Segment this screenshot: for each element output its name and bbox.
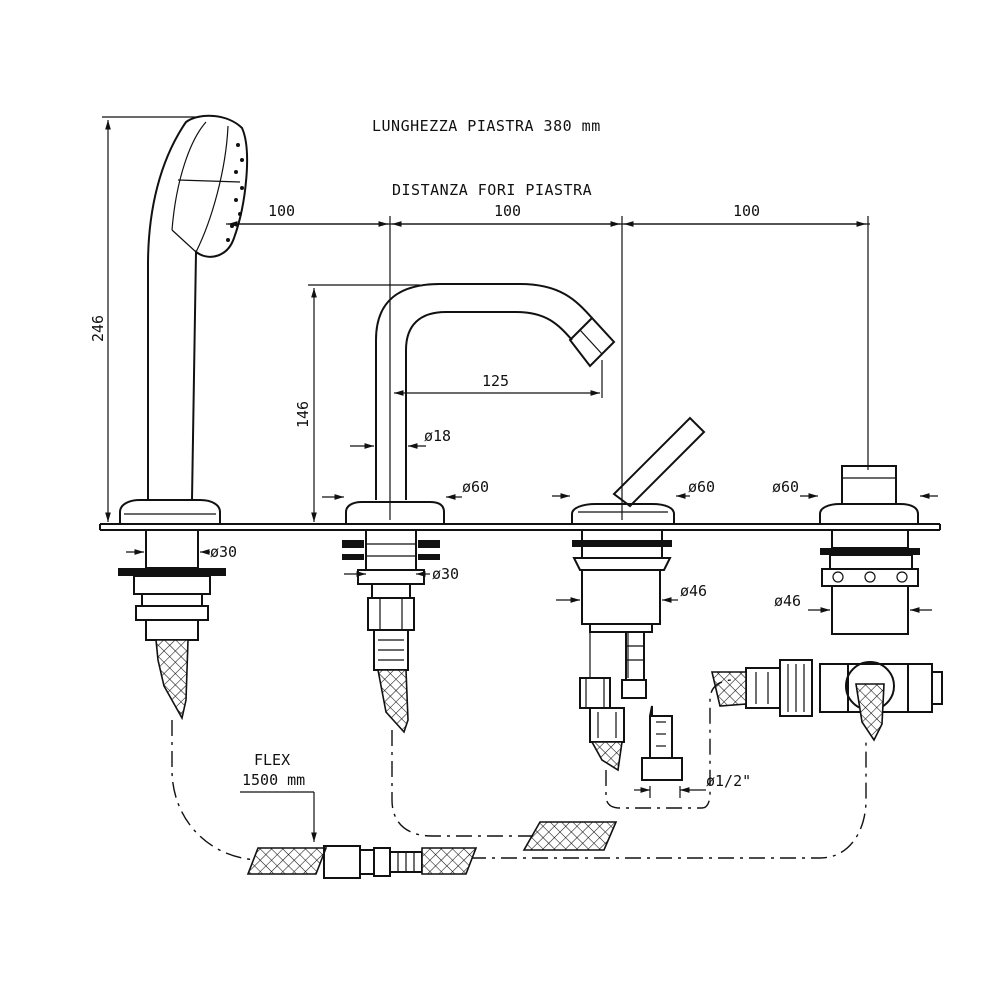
diverter-below-deck: [572, 529, 683, 781]
flex-hose: [246, 821, 618, 879]
deck-plate: [99, 523, 941, 531]
height-246-label: 246: [89, 315, 107, 342]
half-inch-label: ø1/2": [706, 772, 751, 790]
flex-length-label: 1500 mm: [242, 771, 305, 789]
diam-18-label: ø18: [424, 427, 451, 445]
diam-46-mixer-label: ø46: [774, 592, 801, 610]
diam-60-mixer-label: ø60: [772, 478, 799, 496]
spout-diam-60: ø60: [322, 478, 489, 500]
half-inch-connection: ø1/2": [634, 772, 751, 798]
hole-distance-title: DISTANZA FORI PIASTRA: [392, 181, 592, 199]
diam-30-spout-label: ø30: [432, 565, 459, 583]
mixer-diam-60: ø60: [772, 478, 938, 499]
spacing-label-2: 100: [494, 202, 521, 220]
diverter-diam-60: ø60: [552, 478, 715, 499]
flex-label: FLEX: [254, 751, 290, 769]
mixer-below-deck: [710, 529, 943, 742]
spout-below-deck: [342, 529, 440, 734]
shower-head-holes: [226, 143, 244, 242]
plate-length-title: LUNGHEZZA PIASTRA 380 mm: [372, 117, 601, 135]
spout-diam-30: ø30: [344, 565, 459, 583]
diverter: [571, 416, 706, 524]
spout-reach-dimension: 125: [394, 360, 603, 398]
spacing-dimension: 100 100 100: [226, 202, 870, 520]
diam-60-spout-label: ø60: [462, 478, 489, 496]
diam-46-diverter-label: ø46: [680, 582, 707, 600]
hand-shower: [118, 114, 249, 721]
diam-30-handshower-label: ø30: [210, 543, 237, 561]
spacing-label-1: 100: [268, 202, 295, 220]
reach-125-label: 125: [482, 372, 509, 390]
spout-height-dimension: 146: [294, 284, 420, 522]
hand-shower-height-dimension: 246: [89, 116, 200, 522]
spout-diam-18: ø18: [350, 427, 451, 449]
bath-spout: [345, 283, 616, 524]
mixer: [819, 465, 919, 524]
flex-routing: [171, 679, 867, 861]
spacing-label-3: 100: [733, 202, 760, 220]
flex-callout: FLEX 1500 mm: [240, 751, 317, 842]
height-146-label: 146: [294, 401, 312, 428]
diverter-diam-46: ø46: [556, 582, 707, 603]
mixer-diam-46: ø46: [774, 592, 932, 613]
hand-shower-diam-30: ø30: [126, 543, 237, 561]
diam-60-diverter-label: ø60: [688, 478, 715, 496]
